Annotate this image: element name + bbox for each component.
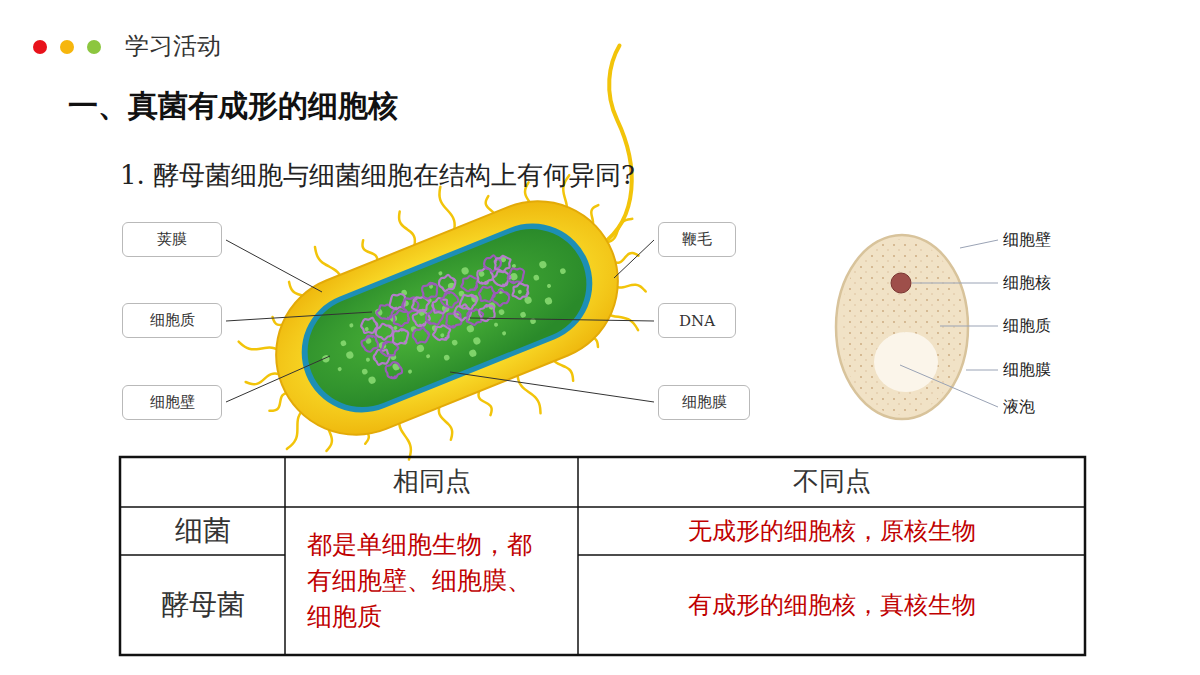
label-box: 细胞膜 <box>658 385 750 420</box>
label-box: 荚膜 <box>122 222 222 257</box>
table-cell: 都是单细胞生物，都有细胞壁、细胞膜、细胞质 <box>285 507 578 655</box>
table-grid <box>120 457 1085 655</box>
part-label: 细胞质 <box>1003 316 1051 337</box>
table-cell: 有成形的细胞核，真核生物 <box>578 555 1085 655</box>
label-text: 荚膜 <box>157 230 187 249</box>
part-label: 细胞核 <box>1003 273 1051 294</box>
label-text: 细胞质 <box>150 311 195 330</box>
row-header: 酵母菌 <box>120 555 285 655</box>
table-header: 相同点 <box>285 457 578 507</box>
dot <box>33 40 47 54</box>
table-cell: 无成形的细胞核，原核生物 <box>578 507 1085 555</box>
label-text: 鞭毛 <box>682 230 712 249</box>
slide-title: 一、真菌有成形的细胞核 <box>68 86 398 127</box>
leader-lines <box>226 240 654 402</box>
yeast-illustration <box>836 235 998 419</box>
dot <box>60 40 74 54</box>
label-box: 细胞质 <box>122 303 222 338</box>
dot <box>87 40 101 54</box>
table-header: 不同点 <box>578 457 1085 507</box>
label-box: 细胞壁 <box>122 385 222 420</box>
label-box: DNA <box>658 303 736 338</box>
part-label: 液泡 <box>1003 397 1035 418</box>
row-header: 细菌 <box>120 507 285 555</box>
label-text: 细胞膜 <box>682 393 727 412</box>
section-label: 学习活动 <box>125 30 221 62</box>
label-box: 鞭毛 <box>658 222 736 257</box>
label-text: DNA <box>679 312 715 330</box>
part-label: 细胞壁 <box>1003 230 1051 251</box>
question-text: 1. 酵母菌细胞与细菌细胞在结构上有何异同? <box>120 158 635 193</box>
label-text: 细胞壁 <box>150 393 195 412</box>
part-label: 细胞膜 <box>1003 360 1051 381</box>
